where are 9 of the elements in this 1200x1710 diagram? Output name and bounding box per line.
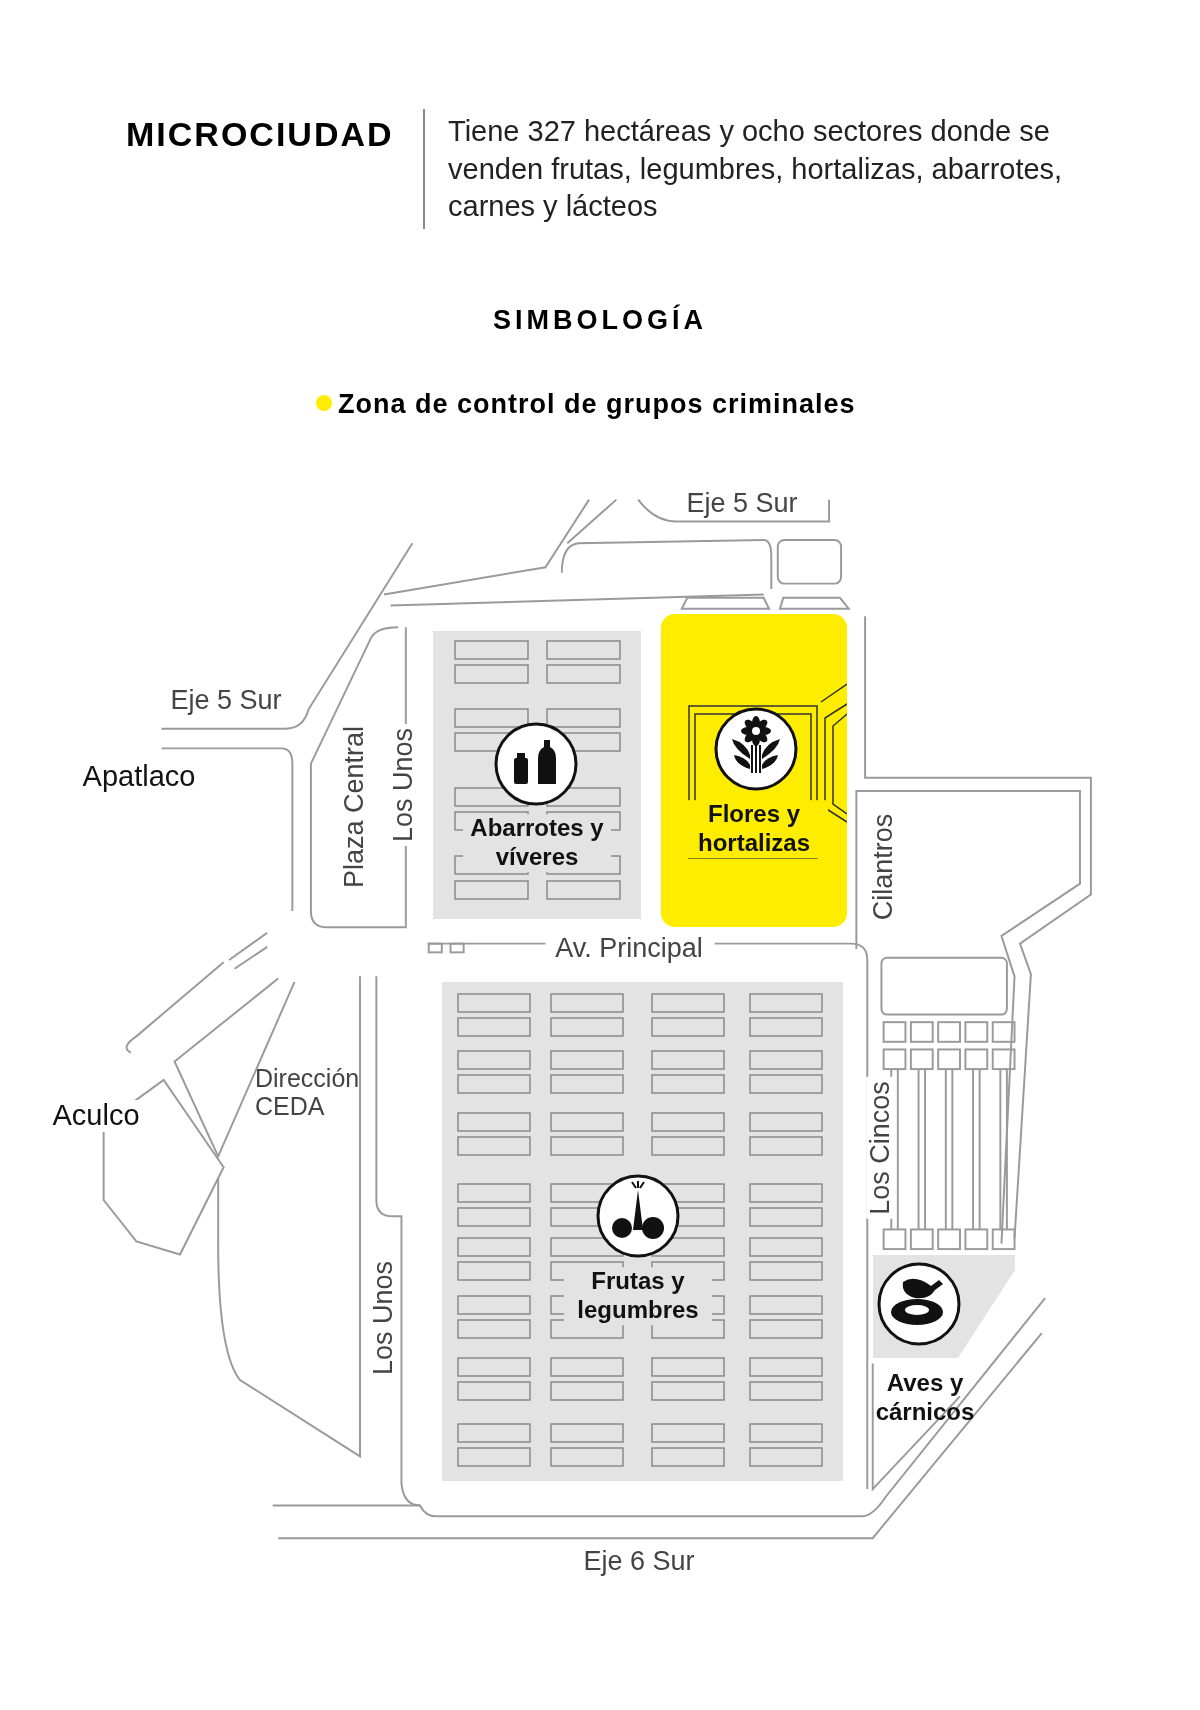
- sector-label: Abarrotes y víveres: [463, 814, 611, 872]
- legend-text: Zona de control de grupos criminales: [338, 389, 856, 420]
- sector-label: Aves y cárnicos: [874, 1369, 976, 1427]
- sector-label: Frutas y legumbres: [564, 1267, 712, 1325]
- legend-heading: SIMBOLOGÍA: [493, 304, 707, 336]
- description-text: Tiene 327 hectáreas y ocho sectores donde se venden frutas, legumbres, hortalizas, abarrotes, carnes y lácteos: [448, 114, 1064, 225]
- street-label: Los Cincos: [866, 1077, 896, 1219]
- title: MICROCIUDAD: [126, 115, 394, 154]
- street-label: Dirección CEDA: [254, 1064, 361, 1120]
